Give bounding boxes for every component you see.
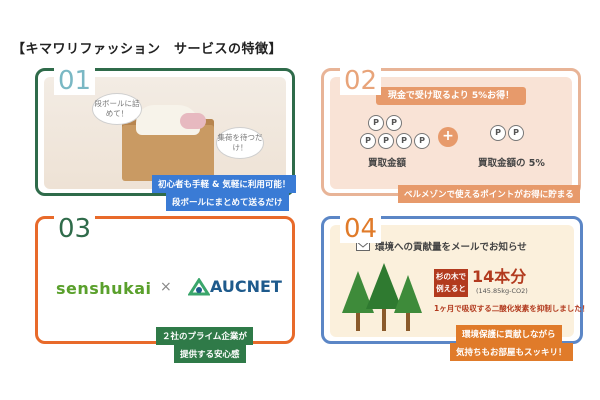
mail-notice-text: 環境への貢献量をメールでお知らせ (375, 242, 527, 253)
trust-tag-1: ２社のプライム企業が (156, 327, 253, 345)
cedar-trees-icon (342, 263, 422, 331)
tree-count: 14本分 (472, 267, 527, 286)
feature-card-04: 環境への貢献量をメールでお知らせ 杉の木で例えると 14本分 (145.85kg… (321, 215, 589, 361)
feature-tag-box: 段ボールにまとめて送るだけ (166, 193, 289, 211)
point-coin-icon: P (386, 115, 402, 131)
co2-amount: (145.85kg-CO2) (476, 287, 528, 295)
cedar-comparison-badge: 杉の木で例えると (434, 269, 468, 297)
points-panel: 現金で受け取るより 5%お得！ P P P P P P + P P 買取金額 買… (330, 77, 572, 189)
points-tag: ベルメゾンで使えるポイントがお得に貯まる (398, 185, 580, 203)
point-coin-icon: P (414, 133, 430, 149)
page-title: 【キマワリファッション サービスの特徴】 (12, 42, 283, 57)
plus-icon: + (438, 127, 458, 147)
point-coin-icon: P (396, 133, 412, 149)
senshukai-logo: senshukai (56, 279, 152, 298)
feature-card-02: 現金で受け取るより 5%お得！ P P P P P P + P P 買取金額 買… (321, 67, 581, 203)
feature-card-01: 段ボールに詰めて！ 集荷を待つだけ！ 01 初心者も手軽 & 気軽に利用可能！ … (35, 67, 297, 211)
point-coin-icon: P (490, 125, 506, 141)
aucnet-logo-text: AUCNET (210, 277, 282, 296)
eco-panel: 環境への貢献量をメールでお知らせ 杉の木で例えると 14本分 (145.85kg… (330, 225, 589, 337)
feature-card-03: 03 senshukai × AUCNET ２社のプライム企業が 提供する安心感 (35, 215, 295, 363)
point-coin-icon: P (378, 133, 394, 149)
card-number: 02 (340, 67, 382, 95)
eco-tag-1: 環境保護に貢献しながら (456, 325, 562, 343)
mail-notice: 環境への貢献量をメールでお知らせ (356, 239, 527, 253)
purchase-amount-label: 買取金額 (368, 158, 407, 169)
aucnet-logo: AUCNET (188, 277, 282, 296)
headline-badge: 現金で受け取るより 5%お得！ (376, 87, 526, 105)
card-number: 03 (54, 215, 96, 243)
clothes-illustration-2 (180, 113, 206, 129)
point-coin-icon: P (508, 125, 524, 141)
speech-bubble-pack: 段ボールに詰めて！ (92, 93, 142, 125)
point-coin-icon: P (360, 133, 376, 149)
trust-tag-2: 提供する安心感 (174, 345, 246, 363)
card-number: 01 (54, 67, 96, 95)
eco-tag-2: 気持ちもお部屋もスッキリ！ (450, 343, 573, 361)
feature-tag-beginner: 初心者も手軽 & 気軽に利用可能！ (152, 175, 297, 193)
point-coin-icon: P (368, 115, 384, 131)
speech-bubble-pickup: 集荷を待つだけ！ (216, 127, 264, 159)
co2-absorption-text: 1ヶ月で吸収する二酸化炭素を抑制しました！ (434, 304, 590, 313)
card-number: 04 (340, 215, 382, 243)
five-percent-label: 買取金額の 5% (478, 158, 545, 169)
packing-photo: 段ボールに詰めて！ 集荷を待つだけ！ (44, 77, 286, 189)
times-symbol: × (160, 279, 172, 295)
aucnet-mark-icon (188, 277, 210, 295)
